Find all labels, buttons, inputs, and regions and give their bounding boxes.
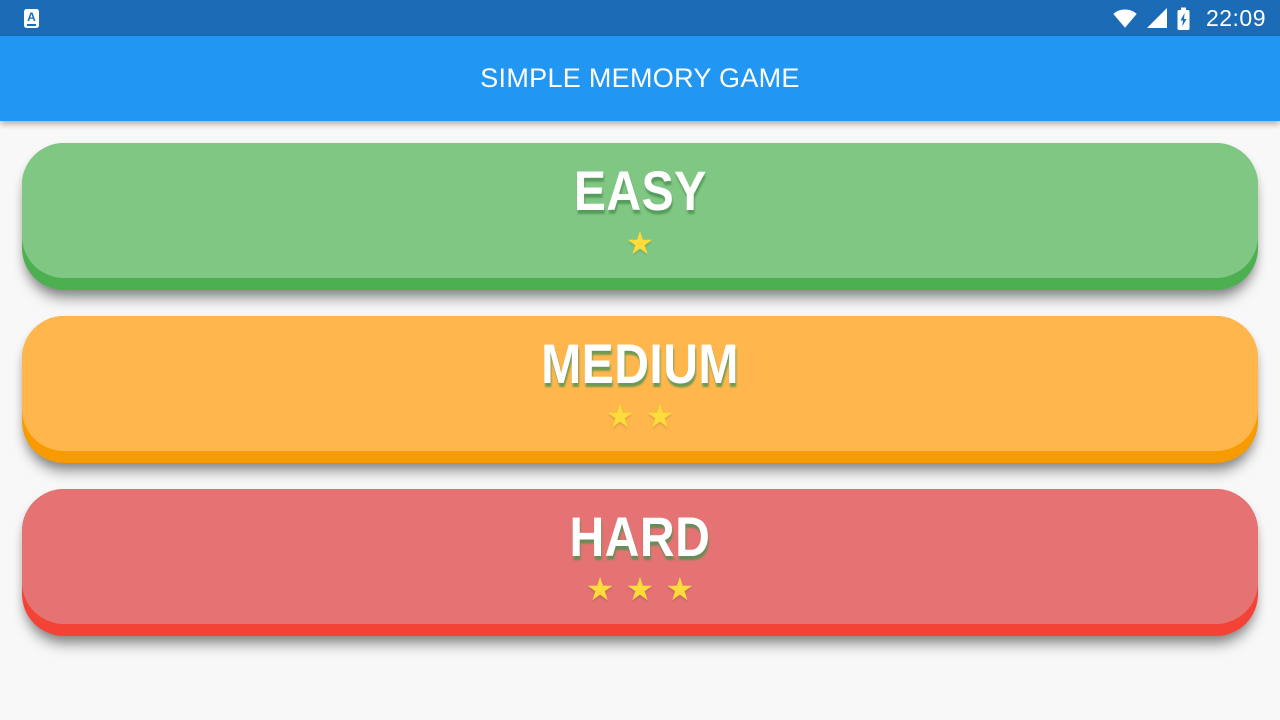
easy-button-label: EASY	[573, 159, 707, 223]
cellular-signal-icon	[1145, 7, 1169, 29]
easy-button-surface: EASY ★	[22, 143, 1258, 278]
medium-button-stars: ★ ★	[605, 396, 675, 435]
status-bar: A 22:09	[0, 0, 1280, 36]
notification-app-icon-letter: A	[27, 9, 36, 24]
medium-button[interactable]: MEDIUM ★ ★	[22, 316, 1258, 463]
hard-button-stars: ★ ★ ★	[585, 569, 695, 608]
wifi-icon	[1112, 7, 1138, 29]
medium-button-surface: MEDIUM ★ ★	[22, 316, 1258, 451]
easy-button[interactable]: EASY ★	[22, 143, 1258, 290]
status-icons: 22:09	[1112, 5, 1266, 32]
notification-app-icon: A	[24, 8, 39, 28]
hard-button[interactable]: HARD ★ ★ ★	[22, 489, 1258, 636]
hard-button-label: HARD	[569, 505, 711, 569]
medium-button-label: MEDIUM	[541, 332, 739, 396]
status-time: 22:09	[1205, 4, 1266, 31]
easy-button-stars: ★	[625, 223, 655, 262]
notification-app-icon-subtext	[27, 23, 36, 26]
page-title: SIMPLE MEMORY GAME	[480, 63, 800, 93]
hard-button-surface: HARD ★ ★ ★	[22, 489, 1258, 624]
battery-charging-icon	[1176, 6, 1191, 31]
app-bar: SIMPLE MEMORY GAME	[0, 36, 1280, 121]
difficulty-list: EASY ★ MEDIUM ★ ★ HARD ★ ★ ★	[0, 121, 1280, 636]
